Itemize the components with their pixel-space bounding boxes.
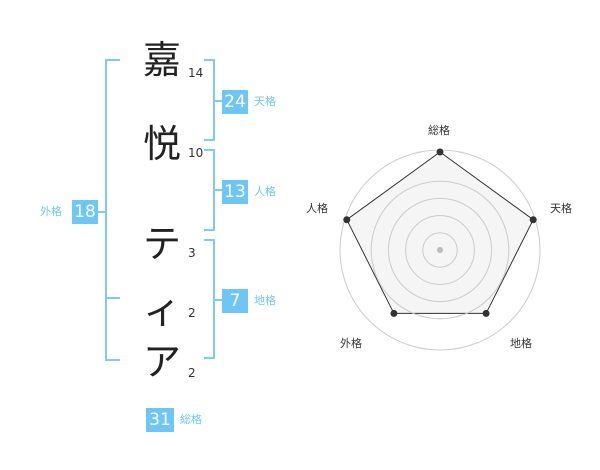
tenkaku-value: 24 [222, 90, 248, 114]
name-char-1: 嘉 [142, 38, 181, 82]
stroke-count-1: 14 [188, 66, 204, 80]
radar-inner-ring [422, 232, 458, 268]
radar-inner-ring [387, 197, 493, 303]
stroke-count-2: 10 [188, 146, 204, 160]
name-char-2: 悦 [142, 122, 181, 166]
radar-label-soukaku: 総格 [428, 124, 450, 137]
radar-label-gaikaku: 外格 [340, 337, 362, 350]
radar-label-chikaku: 地格 [510, 337, 532, 350]
radar-inner-ring [405, 215, 475, 285]
radar-center-dot [437, 247, 443, 253]
radar-label-jinkaku: 人格 [306, 202, 328, 215]
stroke-count-5: 2 [188, 366, 196, 380]
radar-point-right [529, 216, 537, 224]
jinkaku-value: 13 [222, 180, 248, 204]
radar-inner-ring [370, 180, 510, 320]
gaikaku-bracket [105, 59, 120, 361]
soukaku-value: 31 [146, 408, 174, 432]
gaikaku-label: 外格 [40, 205, 62, 218]
name-char-5: ア [142, 340, 181, 384]
stroke-count-3: 3 [188, 246, 196, 260]
name-char-4: ィ [142, 288, 181, 332]
chikaku-value: 7 [222, 289, 248, 313]
radar-label-tenkaku: 天格 [550, 202, 572, 215]
chikaku-label: 地格 [254, 294, 276, 307]
name-char-3: テ [142, 222, 181, 266]
jinkaku-label: 人格 [254, 185, 276, 198]
radar-point-top [436, 148, 444, 156]
stroke-count-4: 2 [188, 306, 196, 320]
tenkaku-label: 天格 [254, 95, 276, 108]
radar-point-left [343, 216, 351, 224]
soukaku-label: 総格 [180, 413, 202, 426]
radar-point-bottom_right [482, 309, 490, 317]
gaikaku-value: 18 [72, 200, 98, 224]
radar-point-bottom_left [390, 309, 398, 317]
